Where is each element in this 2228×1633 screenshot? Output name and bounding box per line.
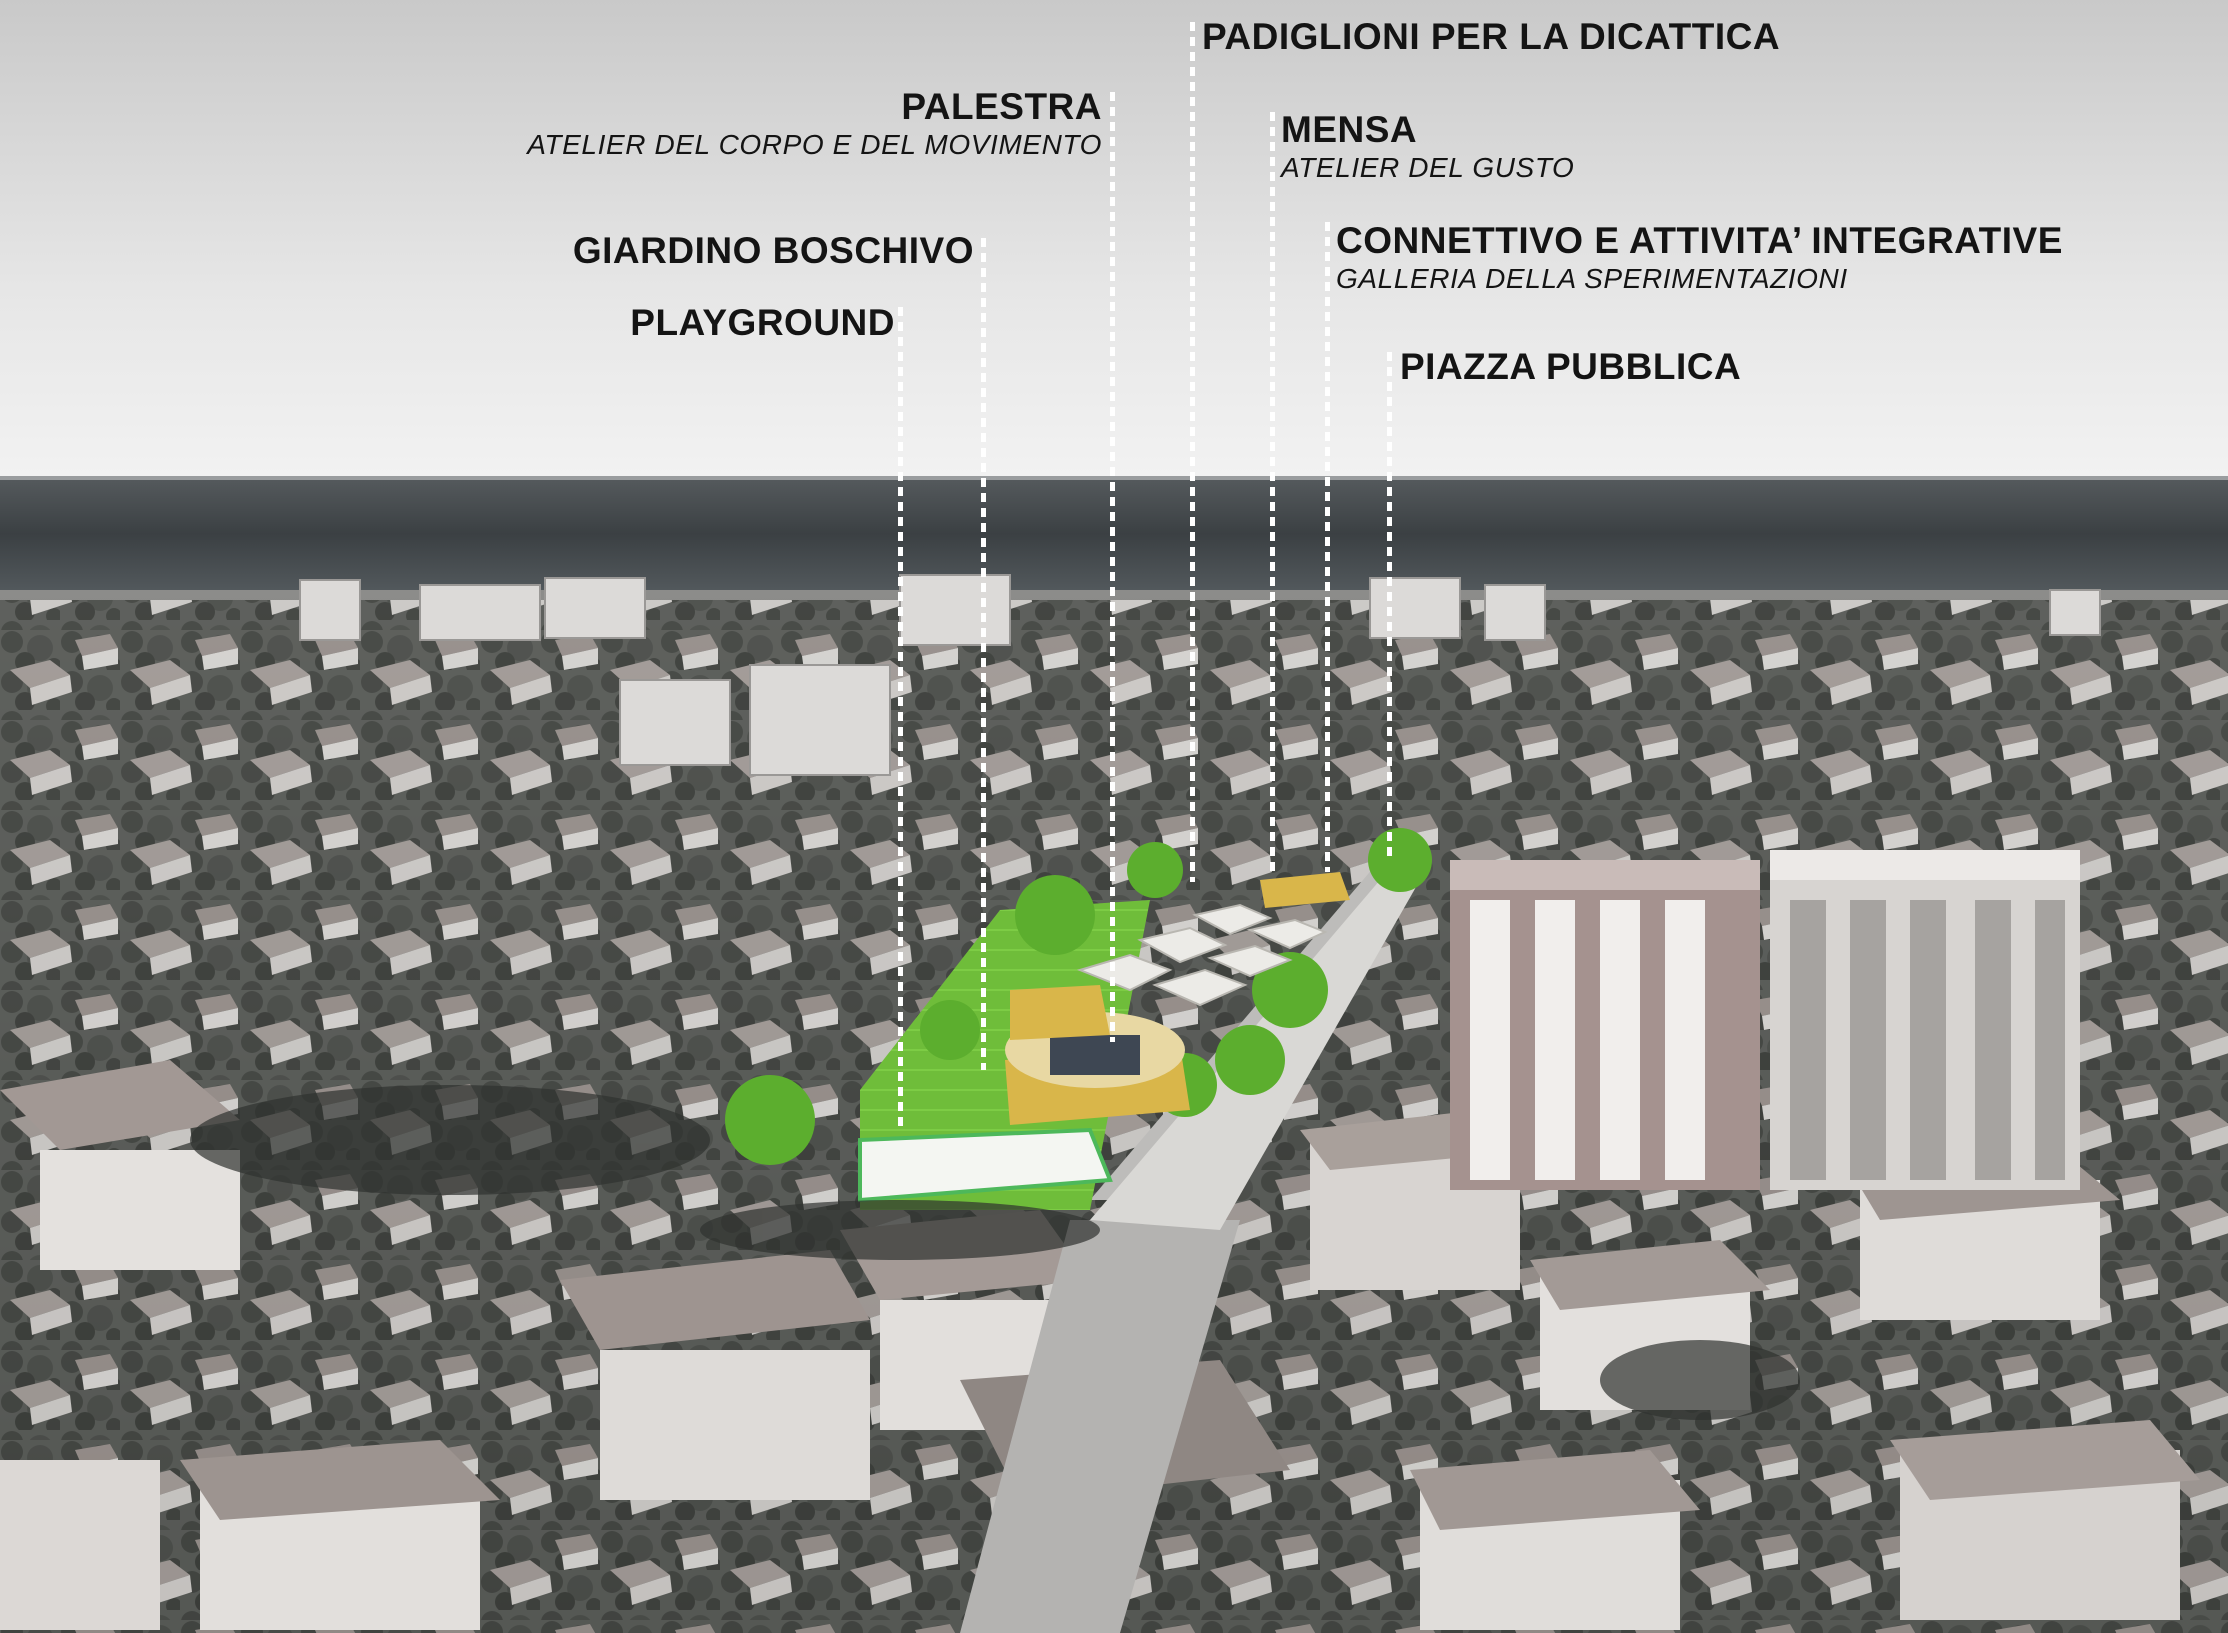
label-piazza-title: PIAZZA PUBBLICA	[1400, 346, 1742, 387]
label-giardino: GIARDINO BOSCHIVO	[573, 230, 974, 272]
leader-padiglioni	[1190, 22, 1195, 882]
label-padiglioni-title: PADIGLIONI PER LA DICATTICA	[1202, 16, 1781, 57]
label-mensa-title: MENSA	[1281, 109, 1418, 150]
label-playground-title: PLAYGROUND	[630, 302, 895, 343]
leader-palestra	[1110, 92, 1115, 1042]
label-palestra-subtitle: ATELIER DEL CORPO E DEL MOVIMENTO	[527, 129, 1102, 160]
leader-giardino	[981, 238, 986, 1070]
label-padiglioni: PADIGLIONI PER LA DICATTICA	[1202, 16, 1780, 58]
leader-playground	[898, 307, 903, 1130]
label-piazza: PIAZZA PUBBLICA	[1400, 346, 1741, 388]
label-mensa: MENSA ATELIER DEL GUSTO	[1281, 109, 1574, 185]
leader-mensa	[1270, 112, 1275, 872]
label-connettivo-title: CONNETTIVO E ATTIVITA’ INTEGRATIVE	[1336, 220, 2063, 261]
label-mensa-subtitle: ATELIER DEL GUSTO	[1281, 152, 1575, 183]
label-playground: PLAYGROUND	[630, 302, 895, 344]
label-palestra: PALESTRA ATELIER DEL CORPO E DEL MOVIMEN…	[527, 86, 1102, 162]
label-giardino-title: GIARDINO BOSCHIVO	[572, 230, 974, 271]
label-connettivo-subtitle: GALLERIA DELLA SPERIMENTAZIONI	[1336, 263, 1848, 294]
label-palestra-title: PALESTRA	[901, 86, 1102, 127]
leader-connettivo	[1325, 222, 1330, 872]
leader-piazza	[1387, 352, 1392, 862]
project-site	[725, 828, 1432, 1230]
label-connettivo: CONNETTIVO E ATTIVITA’ INTEGRATIVE GALLE…	[1336, 220, 2063, 296]
